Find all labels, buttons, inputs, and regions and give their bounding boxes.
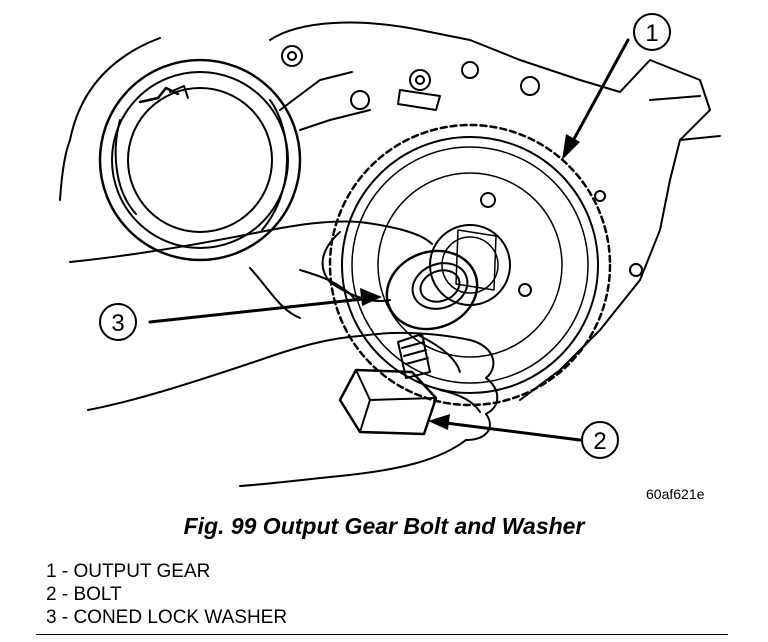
figure-title: Fig. 99 Output Gear Bolt and Washer xyxy=(183,513,585,539)
case-casting xyxy=(269,21,721,401)
leader-arrow-2 xyxy=(436,420,582,442)
leader-arrow-1 xyxy=(566,38,630,152)
legend-item-output-gear: 1 - OUTPUT GEAR xyxy=(46,561,211,582)
bottom-rule xyxy=(36,634,728,635)
hand-upper xyxy=(69,220,433,319)
callout-3: 3 xyxy=(99,303,137,341)
legend: 1 - OUTPUT GEAR 2 - BOLT 3 - CONED LOCK … xyxy=(46,560,287,629)
hand-lower xyxy=(87,332,499,487)
figure-reference-code: 60af621e xyxy=(646,486,705,502)
housing-left xyxy=(59,37,302,262)
arrowhead-3 xyxy=(360,288,382,306)
legend-item-bolt: 2 - BOLT xyxy=(46,584,122,605)
leader-arrows xyxy=(148,38,630,442)
callout-3-number: 3 xyxy=(111,310,124,337)
legend-item-coned-lock-washer: 3 - CONED LOCK WASHER xyxy=(46,607,288,628)
bolt xyxy=(338,333,438,436)
callout-2-number: 2 xyxy=(593,428,606,455)
leader-arrow-3 xyxy=(148,296,374,324)
exploded-view-illustration: 1 3 2 xyxy=(59,13,721,487)
callout-2: 2 xyxy=(581,421,619,459)
callout-1-number: 1 xyxy=(645,20,658,47)
arrowhead-2 xyxy=(428,414,450,430)
arrowhead-1 xyxy=(562,134,580,160)
coned-lock-washer xyxy=(385,249,479,331)
callout-1: 1 xyxy=(633,13,671,51)
